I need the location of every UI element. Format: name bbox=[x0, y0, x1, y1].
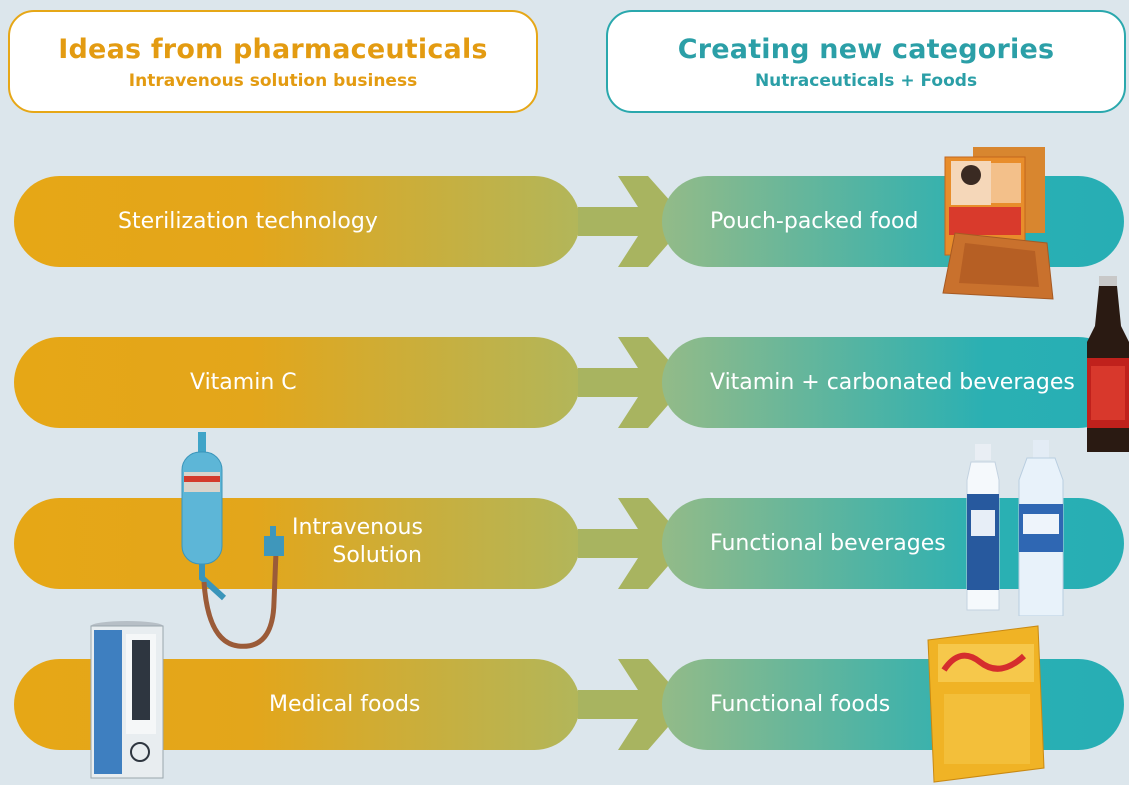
left-pill-label-line2: Solution bbox=[332, 543, 422, 568]
functional-beverage-bottles-icon bbox=[966, 440, 1064, 616]
left-header-title: Ideas from pharmaceuticals bbox=[58, 34, 488, 65]
left-pill-label: Sterilization technology bbox=[118, 209, 378, 234]
right-header-title: Creating new categories bbox=[677, 34, 1055, 65]
left-pill-label: Vitamin C bbox=[190, 370, 297, 395]
left-pill-intravenous: Intravenous Solution bbox=[14, 498, 580, 589]
arrow-icon bbox=[578, 659, 688, 750]
right-pill-label: Functional beverages bbox=[710, 531, 946, 556]
right-header-subtitle: Nutraceuticals + Foods bbox=[754, 71, 978, 91]
right-pill-label: Vitamin + carbonated beverages bbox=[710, 370, 1075, 395]
left-pill-vitamin-c: Vitamin C bbox=[14, 337, 580, 428]
right-pill-vitamin-beverages: Vitamin + carbonated beverages bbox=[662, 337, 1124, 428]
arrow-icon bbox=[578, 176, 688, 267]
right-pill-label: Functional foods bbox=[710, 692, 891, 717]
left-pill-label-block: Intravenous Solution bbox=[292, 514, 423, 570]
calorie-mate-box-icon bbox=[927, 625, 1045, 783]
left-header-box: Ideas from pharmaceuticals Intravenous s… bbox=[8, 10, 538, 113]
arrow-icon bbox=[578, 337, 688, 428]
vitamin-drink-bottle-icon bbox=[1087, 276, 1129, 452]
medical-food-can-icon bbox=[90, 621, 164, 779]
left-pill-label: Medical foods bbox=[269, 692, 421, 717]
arrow-icon bbox=[578, 498, 688, 589]
right-header-box: Creating new categories Nutraceuticals +… bbox=[606, 10, 1126, 113]
pouch-food-product-icon bbox=[942, 147, 1054, 300]
left-header-subtitle: Intravenous solution business bbox=[128, 71, 418, 91]
right-pill-functional-foods: Functional foods bbox=[662, 659, 1124, 750]
left-pill-label-line1: Intravenous bbox=[292, 515, 423, 540]
left-pill-sterilization: Sterilization technology bbox=[14, 176, 580, 267]
intravenous-bottle-icon bbox=[181, 432, 284, 649]
right-pill-label: Pouch-packed food bbox=[710, 209, 919, 234]
